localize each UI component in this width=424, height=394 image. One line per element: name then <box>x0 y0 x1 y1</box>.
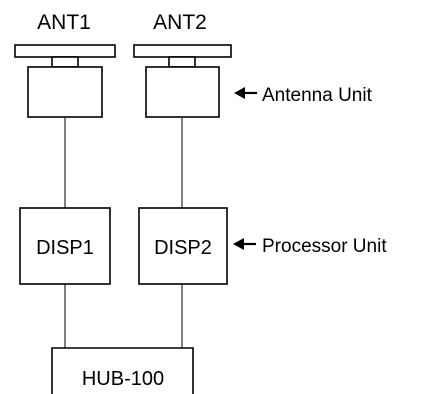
antenna-label-ant1: ANT1 <box>37 11 91 34</box>
processor-box-disp1 <box>19 207 111 285</box>
processor-label-disp2: DISP2 <box>154 237 212 259</box>
hub-hub100: HUB-100 <box>51 347 194 394</box>
arrow-left-icon <box>233 238 256 250</box>
antenna-ant2: ANT2 <box>133 11 232 118</box>
antenna-dish-ant2 <box>133 44 232 58</box>
antenna-ant1: ANT1 <box>14 11 116 118</box>
processor-box-disp2 <box>138 207 228 285</box>
antenna-mount-ant1 <box>51 56 79 68</box>
antenna-unit-annotation: Antenna Unit <box>234 85 373 106</box>
hub-box <box>51 347 194 394</box>
antenna-mount-ant2 <box>168 56 196 68</box>
antenna-dish-ant1 <box>14 44 116 58</box>
arrow-left-icon <box>234 87 257 99</box>
processor-label-disp1: DISP1 <box>36 237 94 259</box>
antenna-unit-box-ant2 <box>145 66 220 118</box>
hub-label: HUB-100 <box>82 368 164 390</box>
antenna-unit-label: Antenna Unit <box>262 85 373 106</box>
processor-unit-annotation: Processor Unit <box>233 236 387 257</box>
antenna-label-ant2: ANT2 <box>153 11 207 34</box>
processor-disp2: DISP2 <box>138 207 228 285</box>
processor-disp1: DISP1 <box>19 207 111 285</box>
antenna-unit-box-ant1 <box>27 66 103 118</box>
processor-unit-label: Processor Unit <box>262 236 387 257</box>
